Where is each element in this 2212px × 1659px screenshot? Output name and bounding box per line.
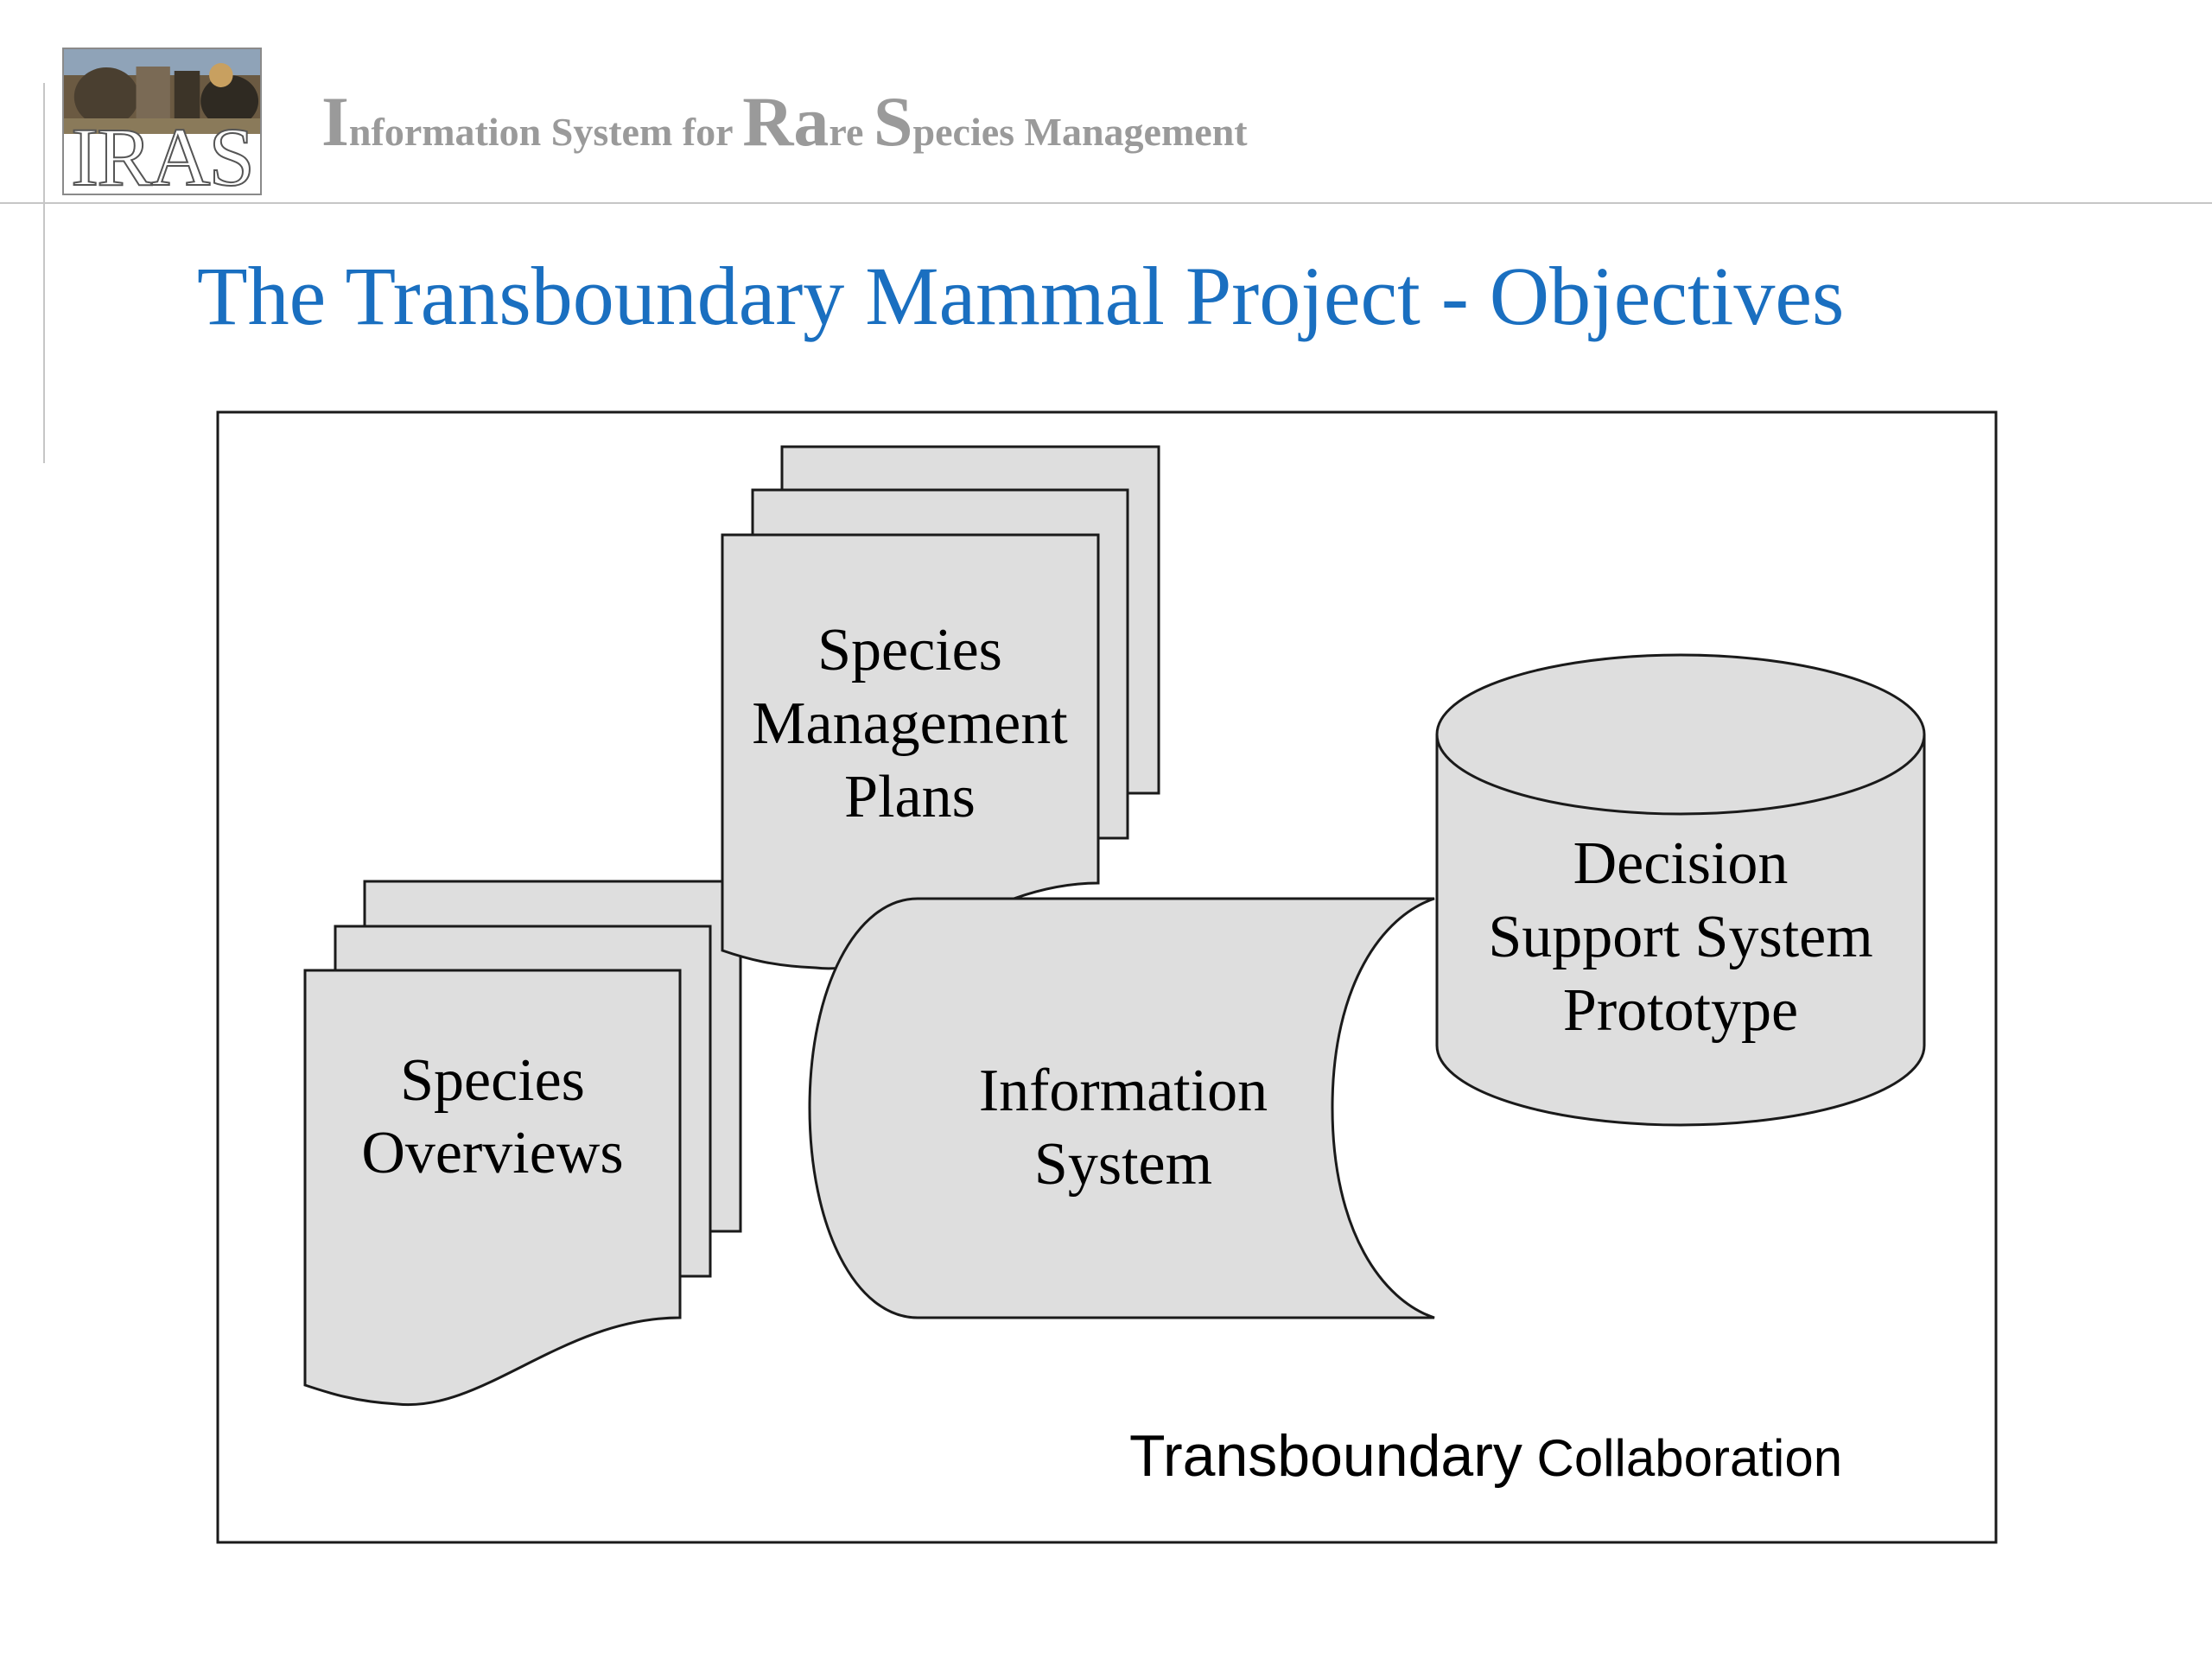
species-management-plans-label-line: Management [752, 690, 1068, 757]
information-system-label-line: System [1034, 1131, 1212, 1198]
diagram-frame [216, 410, 1998, 1544]
species-overviews-label-line: Species [400, 1047, 585, 1114]
side-divider [43, 83, 45, 463]
header-title: Information System for Rare Species Mana… [321, 86, 1248, 164]
header-title-part: re [829, 110, 874, 154]
species-overviews-label-line: Overviews [361, 1120, 623, 1186]
header-title-part: Ra [742, 82, 830, 161]
header-title-part: I [321, 82, 349, 161]
logo-text: IRAS [70, 111, 256, 195]
species-management-plans-label-line: Species [817, 617, 1002, 683]
decision-support-system-database: Decision Support System Prototype [1435, 653, 1926, 1127]
collaboration-caption-part: Transboundary [1129, 1423, 1522, 1489]
wildlife-photo-icon [64, 49, 260, 134]
decision-support-label-line: Support System [1488, 904, 1872, 970]
species-management-plans-label-line: Plans [844, 764, 976, 830]
decision-support-label-line: Prototype [1563, 977, 1798, 1044]
collaboration-caption-part: Collaboration [1522, 1429, 1842, 1487]
header-divider [0, 202, 2212, 204]
page-title: The Transboundary Mammal Project - Objec… [197, 250, 1845, 342]
species-overviews-document: Species Overviews [303, 880, 742, 1407]
header-title-part: pecies Management [912, 110, 1248, 154]
header-title-part: S [873, 82, 913, 161]
decision-support-label-line: Decision [1573, 830, 1789, 897]
iras-logo: IRAS [62, 48, 262, 195]
collaboration-caption: Transboundary Collaboration [1129, 1423, 1842, 1489]
information-system-storage: Information System [808, 897, 1435, 1319]
header-title-part: nformation System for [348, 110, 743, 154]
species-management-plans-document: Species Management Plans [721, 445, 1160, 970]
information-system-label-line: Information [979, 1058, 1268, 1124]
